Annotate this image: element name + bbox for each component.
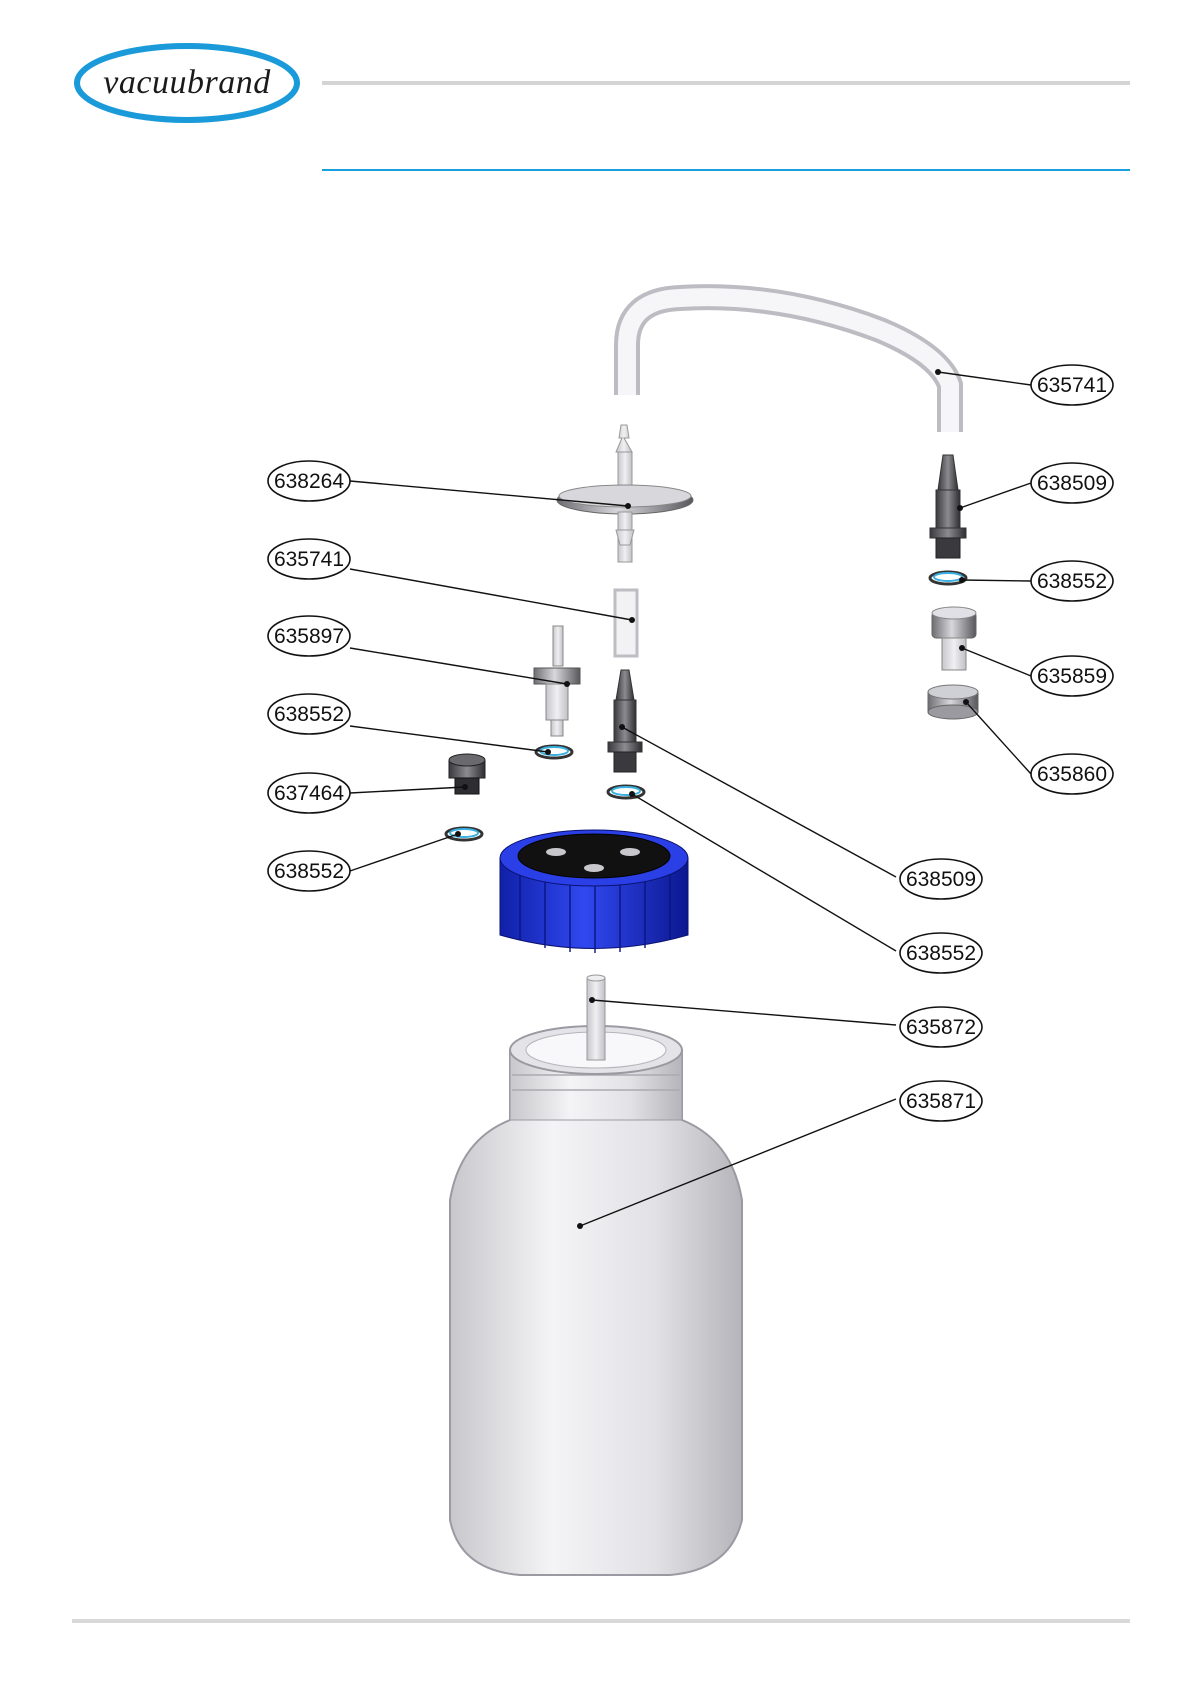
callout-filter: 638264 — [268, 461, 350, 501]
tube-long-part — [627, 297, 950, 432]
callout-connector-left: 635897 — [268, 616, 350, 656]
filter-part — [557, 425, 693, 562]
callout-label: 635859 — [1037, 665, 1107, 688]
ring-nut-part — [928, 685, 978, 719]
bottle-part — [450, 1026, 742, 1575]
seal-left-upper-part — [536, 746, 572, 758]
callout-label: 635741 — [274, 548, 344, 571]
seal-center-part — [608, 786, 644, 798]
callout-dip-tube: 635872 — [900, 1007, 982, 1047]
callout-blind-plug: 637464 — [268, 773, 350, 813]
callout-label: 635897 — [274, 625, 344, 648]
callout-tube-long: 635741 — [1031, 365, 1113, 405]
callout-label: 638552 — [274, 703, 344, 726]
callout-label: 635860 — [1037, 763, 1107, 786]
screw-fitting-part — [932, 607, 976, 670]
callout-label: 638509 — [1037, 472, 1107, 495]
hose-nozzle-center-part — [608, 670, 642, 772]
callout-screw-fitting: 635859 — [1031, 656, 1113, 696]
callout-tube-short: 635741 — [268, 539, 350, 579]
cap-part — [500, 830, 688, 953]
callout-hose-nozzle-right: 638509 — [1031, 463, 1113, 503]
callout-label: 638264 — [274, 470, 344, 493]
callout-label: 638552 — [906, 942, 976, 965]
callout-label: 638552 — [274, 860, 344, 883]
callout-seal-left-upper: 638552 — [268, 694, 350, 734]
callout-bottle: 635871 — [900, 1081, 982, 1121]
dip-tube-part — [587, 975, 605, 1060]
callout-label: 637464 — [274, 782, 344, 805]
callout-label: 635872 — [906, 1016, 976, 1039]
callout-label: 635871 — [906, 1090, 976, 1113]
callout-label: 635741 — [1037, 374, 1107, 397]
seal-left-lower-part — [446, 828, 482, 840]
connector-left-part — [534, 626, 580, 736]
callout-ring-nut: 635860 — [1031, 754, 1113, 794]
tube-short-part — [615, 590, 637, 656]
callout-seal-right: 638552 — [1031, 561, 1113, 601]
callout-hose-nozzle-center: 638509 — [900, 859, 982, 899]
callout-label: 638552 — [1037, 570, 1107, 593]
callout-seal-left-lower: 638552 — [268, 851, 350, 891]
callout-label: 638509 — [906, 868, 976, 891]
footer-rule — [72, 1619, 1130, 1623]
callout-seal-center: 638552 — [900, 933, 982, 973]
